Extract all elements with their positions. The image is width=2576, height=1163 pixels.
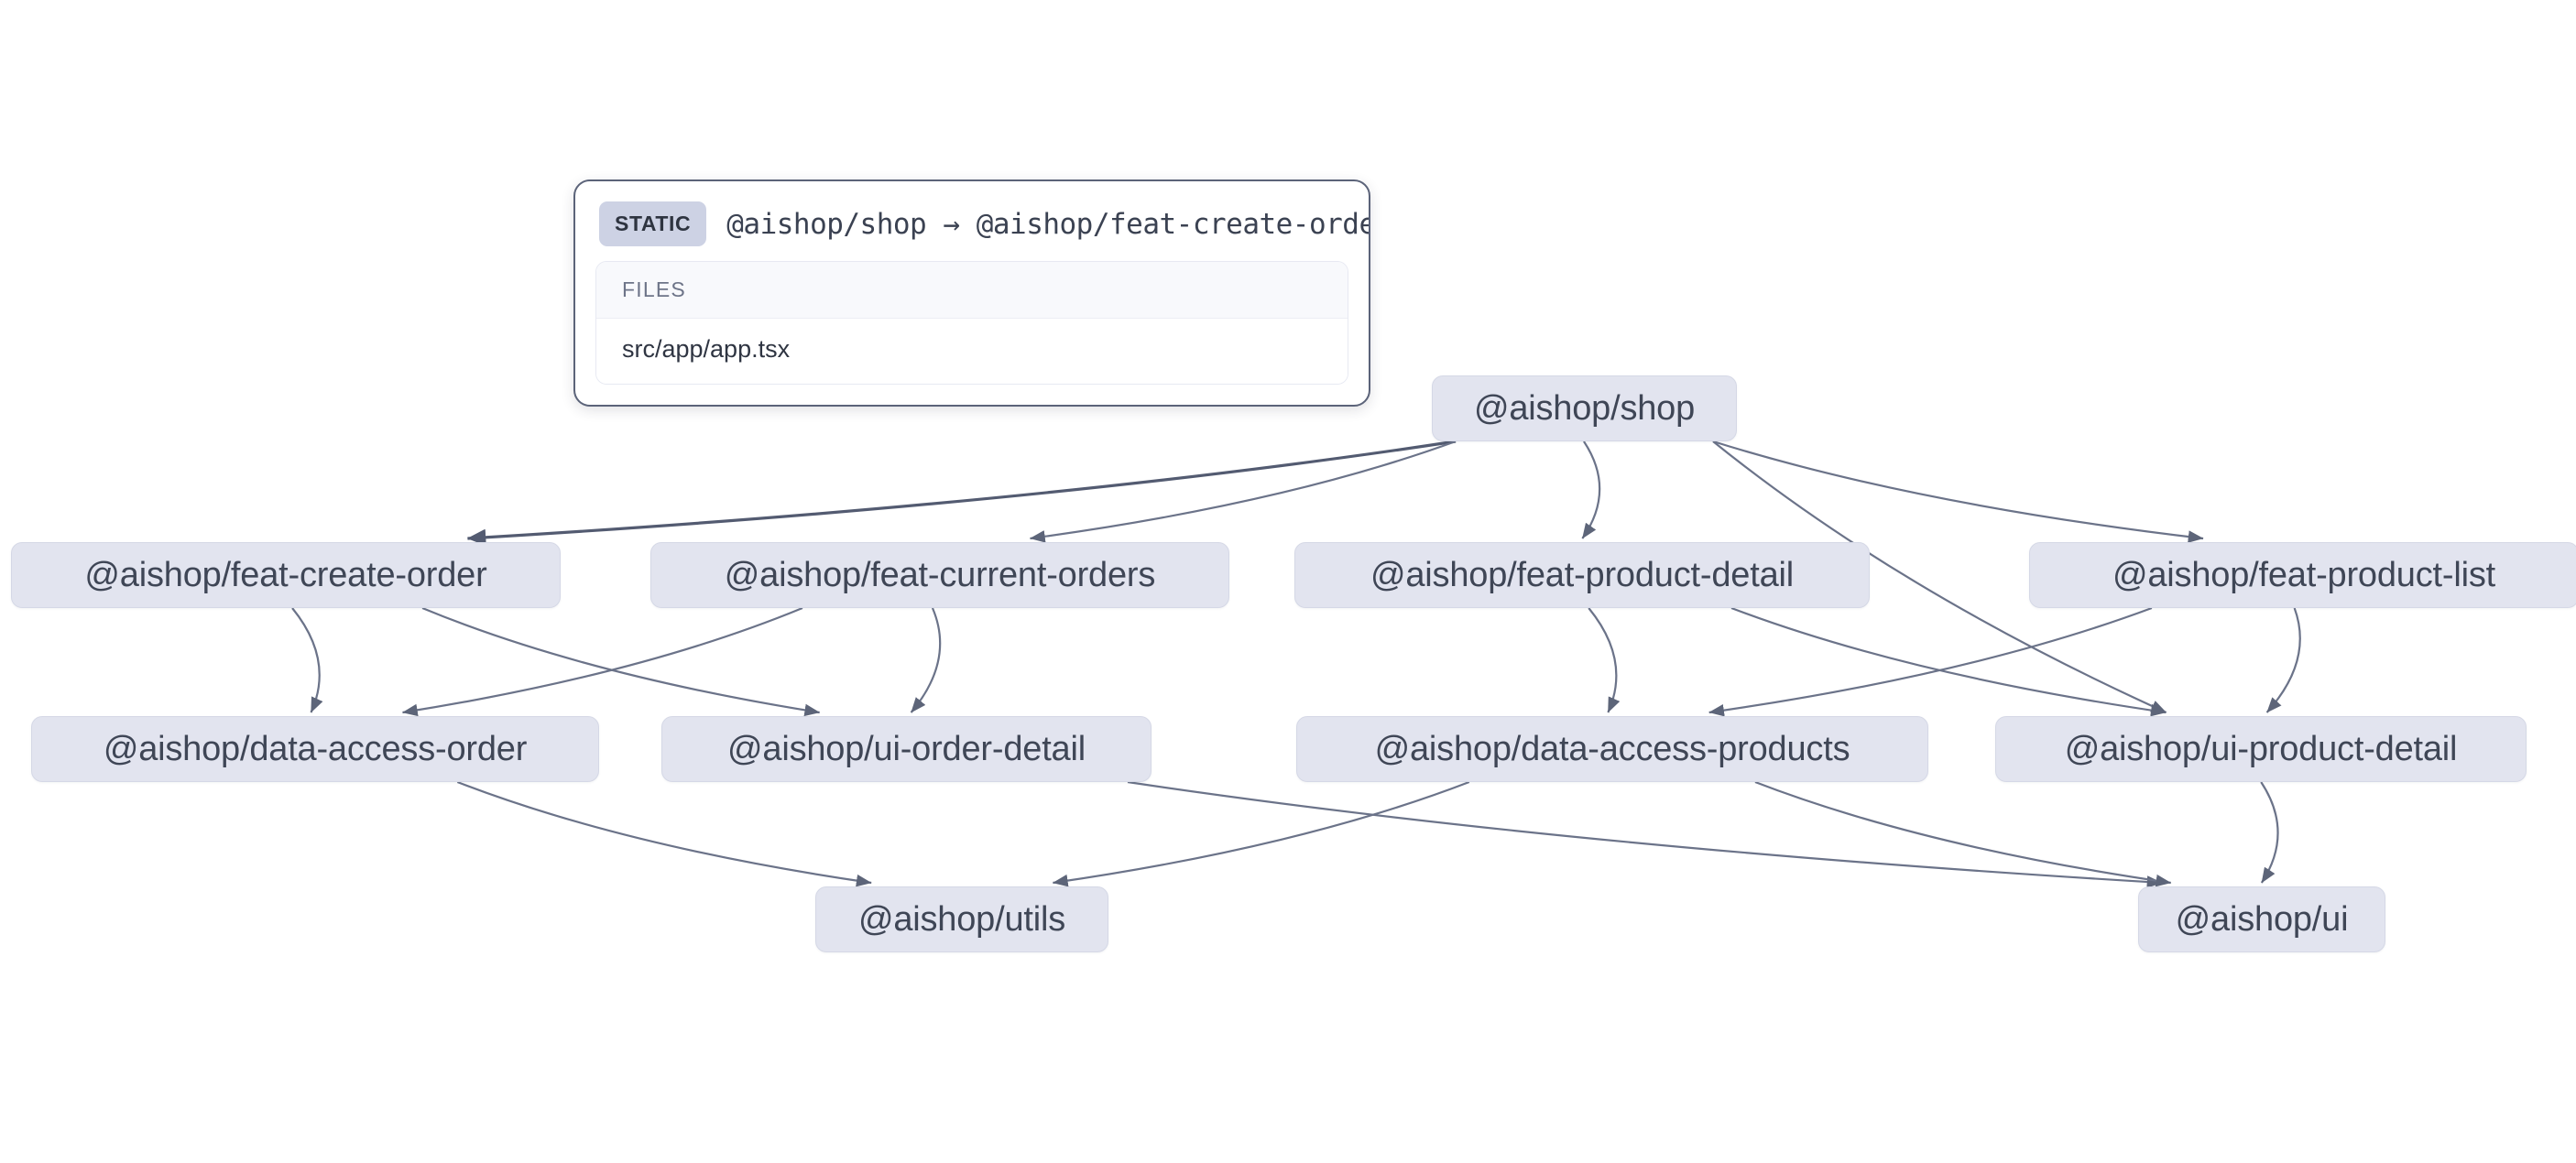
graph-node-feat-create-order[interactable]: @aishop/feat-create-order bbox=[11, 542, 561, 608]
graph-node-label: @aishop/data-access-products bbox=[1374, 730, 1850, 768]
graph-node-feat-product-list[interactable]: @aishop/feat-product-list bbox=[2029, 542, 2576, 608]
files-section-header: FILES bbox=[596, 262, 1348, 319]
graph-edge-feat-product-list-to-data-access-products[interactable] bbox=[1708, 606, 2153, 717]
graph-node-label: @aishop/ui bbox=[2175, 900, 2349, 939]
graph-node-label: @aishop/feat-create-order bbox=[84, 556, 487, 594]
graph-node-label: @aishop/feat-product-detail bbox=[1370, 556, 1794, 594]
graph-node-label: @aishop/feat-current-orders bbox=[724, 556, 1156, 594]
graph-node-ui-product-detail[interactable]: @aishop/ui-product-detail bbox=[1995, 716, 2527, 782]
graph-edge-shop-to-feat-create-order[interactable] bbox=[466, 440, 1457, 547]
graph-edge-feat-create-order-to-data-access-order[interactable] bbox=[291, 607, 323, 713]
edge-detail-tooltip[interactable]: STATIC @aishop/shop → @aishop/feat-creat… bbox=[573, 179, 1370, 407]
static-badge: STATIC bbox=[599, 201, 707, 246]
graph-node-ui-order-detail[interactable]: @aishop/ui-order-detail bbox=[661, 716, 1152, 782]
graph-edge-shop-to-feat-product-list[interactable] bbox=[1712, 440, 2204, 543]
graph-edge-feat-product-detail-to-data-access-products[interactable] bbox=[1588, 607, 1621, 713]
tooltip-header: STATIC @aishop/shop → @aishop/feat-creat… bbox=[575, 181, 1369, 261]
graph-edge-shop-to-feat-product-detail[interactable] bbox=[1581, 440, 1601, 539]
graph-edge-data-access-order-to-utils[interactable] bbox=[456, 780, 872, 887]
graph-node-label: @aishop/ui-order-detail bbox=[727, 730, 1086, 768]
graph-edge-feat-current-orders-to-data-access-order[interactable] bbox=[402, 606, 803, 717]
graph-edge-data-access-products-to-utils[interactable] bbox=[1052, 780, 1470, 887]
graph-node-utils[interactable]: @aishop/utils bbox=[815, 886, 1108, 952]
tooltip-title: @aishop/shop → @aishop/feat-create-order bbox=[726, 207, 1370, 241]
graph-edge-feat-current-orders-to-ui-order-detail[interactable] bbox=[910, 607, 942, 713]
graph-edge-feat-product-list-to-ui-product-detail[interactable] bbox=[2265, 607, 2301, 713]
graph-node-ui[interactable]: @aishop/ui bbox=[2138, 886, 2385, 952]
tooltip-files-panel: FILES src/app/app.tsx bbox=[595, 261, 1348, 385]
graph-node-shop[interactable]: @aishop/shop bbox=[1432, 375, 1737, 441]
graph-node-label: @aishop/utils bbox=[857, 900, 1066, 939]
graph-node-label: @aishop/ui-product-detail bbox=[2064, 730, 2458, 768]
graph-node-feat-current-orders[interactable]: @aishop/feat-current-orders bbox=[650, 542, 1229, 608]
graph-node-label: @aishop/data-access-order bbox=[103, 730, 528, 768]
graph-edge-feat-product-detail-to-ui-product-detail[interactable] bbox=[1730, 606, 2167, 717]
file-list-item[interactable]: src/app/app.tsx bbox=[596, 319, 1348, 384]
graph-edge-ui-order-detail-to-ui[interactable] bbox=[1127, 780, 2163, 888]
graph-node-label: @aishop/feat-product-list bbox=[2112, 556, 2495, 594]
graph-node-label: @aishop/shop bbox=[1473, 389, 1696, 428]
graph-node-feat-product-detail[interactable]: @aishop/feat-product-detail bbox=[1294, 542, 1870, 608]
graph-edge-data-access-products-to-ui[interactable] bbox=[1754, 780, 2172, 887]
graph-node-data-access-products[interactable]: @aishop/data-access-products bbox=[1296, 716, 1928, 782]
graph-edge-ui-product-detail-to-ui[interactable] bbox=[2260, 781, 2279, 884]
graph-node-data-access-order[interactable]: @aishop/data-access-order bbox=[31, 716, 599, 782]
graph-edge-feat-create-order-to-ui-order-detail[interactable] bbox=[421, 606, 821, 717]
graph-edge-shop-to-feat-current-orders[interactable] bbox=[1030, 440, 1457, 543]
